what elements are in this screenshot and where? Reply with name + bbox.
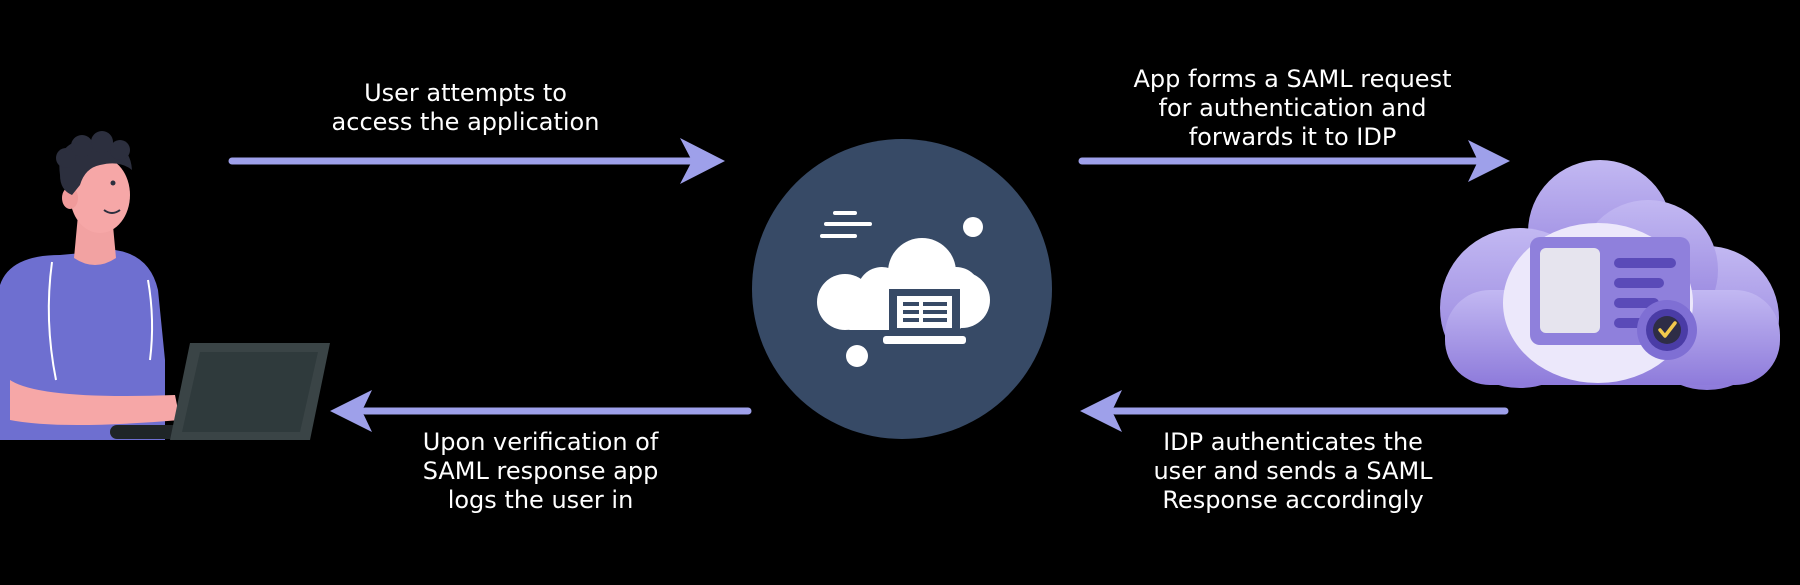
step-1-label-line: User attempts to [364,79,567,107]
step-4-label-line: Upon verification of [422,428,659,456]
step-4-label-line: SAML response app [422,457,659,485]
step-2-label: App forms a SAML request for authenticat… [1120,65,1465,152]
step-2-label-line: forwards it to IDP [1188,123,1397,151]
step-4-label-line: logs the user in [447,486,634,514]
user-with-laptop-icon [0,131,330,440]
step-3-label-line: Response accordingly [1162,486,1424,514]
step-2-label-line: for authentication and [1158,94,1427,122]
step-3-label-line: IDP authenticates the [1163,428,1423,456]
step-2-label-line: App forms a SAML request [1133,65,1452,93]
step-3-label: IDP authenticates the user and sends a S… [1128,428,1458,515]
step-4-label: Upon verification of SAML response app l… [398,428,683,515]
step-3-label-line: user and sends a SAML [1153,457,1433,485]
step-1-label-line: access the application [331,108,600,136]
step-1-label: User attempts to access the application [308,79,623,137]
